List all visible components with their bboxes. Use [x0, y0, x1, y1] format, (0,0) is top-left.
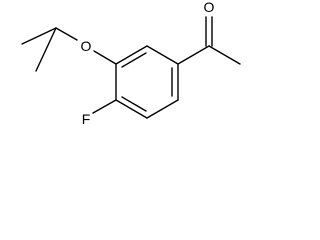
ring-bond-c3-c4 — [115, 99, 148, 119]
bond-ring-to-fluorine — [92, 99, 117, 114]
ring-bond-c5-c6 — [115, 45, 148, 65]
ketone-oxygen-label: O — [204, 0, 215, 15]
bond-ring-to-ether-oxygen — [93, 50, 117, 65]
bond-ch-to-methyl-left — [21, 27, 57, 45]
bond-ring-to-carbonyl — [177, 45, 210, 65]
fluorine-label: F — [82, 111, 91, 127]
ring-double-bond-inner-2 — [121, 96, 147, 112]
ring-double-bond-inner-3 — [121, 52, 147, 68]
ring-bond-c6-c1 — [146, 45, 179, 65]
molecule-structure-diagram: O O F — [21, 0, 241, 127]
bond-ether-oxygen-to-ch — [55, 27, 78, 41]
bond-ch-to-methyl-down — [35, 27, 57, 72]
structure-canvas: O O F — [0, 0, 250, 138]
bond-carbonyl-to-methyl — [208, 45, 241, 65]
ether-oxygen-label: O — [81, 38, 92, 54]
ring-bond-c2-c3 — [146, 99, 179, 119]
